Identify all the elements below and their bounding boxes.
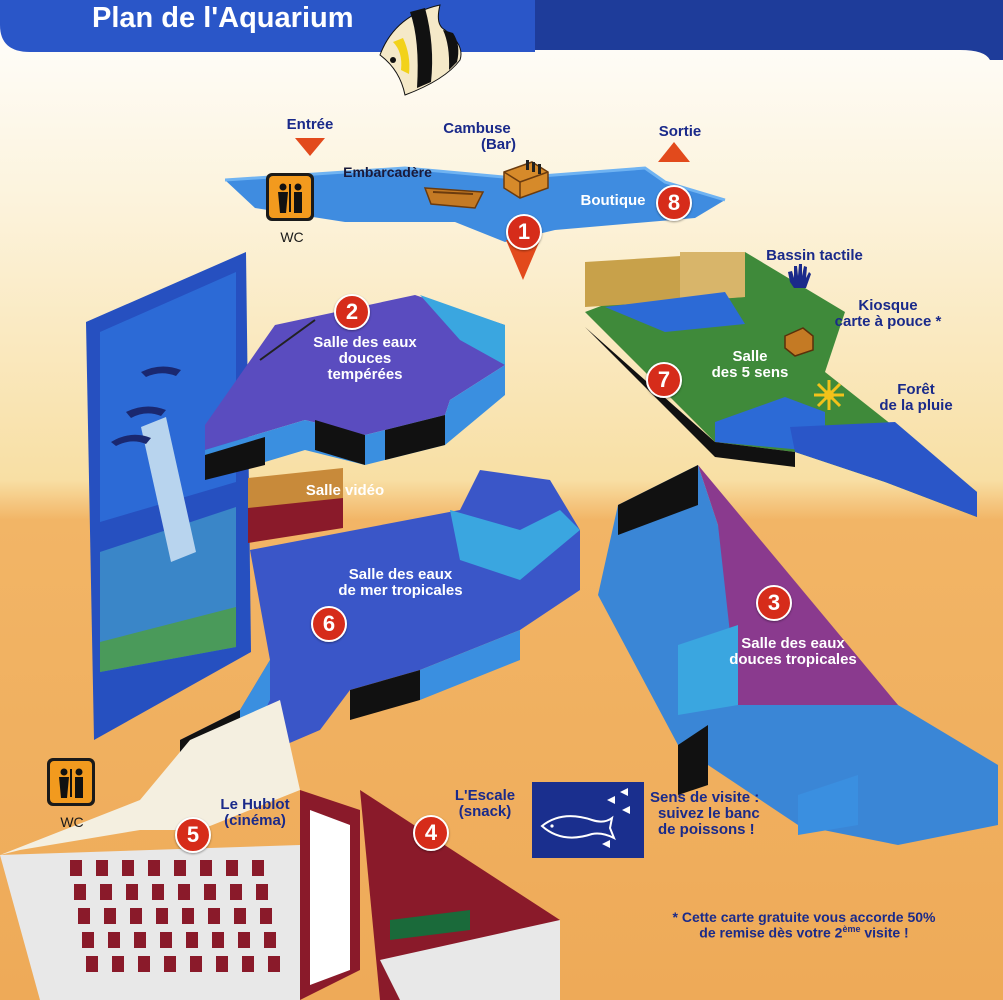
boutique-label: Boutique	[580, 192, 646, 209]
badge-6: 6	[311, 606, 347, 642]
sun-flower-icon	[814, 380, 844, 410]
salle7-line1: Salle	[732, 348, 768, 365]
salle2-platform	[205, 295, 505, 480]
salle6-label: Salle des eaux de mer tropicales	[318, 567, 483, 599]
salle2-line3: tempérées	[327, 365, 403, 383]
arrow-down-icon	[506, 240, 540, 280]
footnote-sup: ème	[842, 923, 861, 934]
salle-video	[248, 468, 343, 543]
entree-arrow-icon	[295, 138, 325, 156]
sortie-arrow-icon	[658, 142, 690, 162]
badge-2: 2	[334, 294, 370, 330]
foret-label: Forêt de la pluie	[866, 382, 966, 414]
foret-line2: de la pluie	[879, 396, 953, 414]
fish-icon	[379, 4, 462, 96]
salle3-label: Salle des eaux douces tropicales	[708, 636, 878, 668]
hublot-line1: Le Hublot	[220, 796, 290, 813]
boat-icon	[423, 187, 485, 209]
footnote-line1: * Cette carte gratuite vous accorde 50%	[672, 909, 936, 925]
sens-line3: de poissons !	[658, 820, 755, 838]
salle-video-label: Salle vidéo	[305, 482, 385, 499]
sens-visite-label: Sens de visite : suivez le banc de poiss…	[650, 790, 790, 837]
footnote-line2-b: visite !	[860, 924, 909, 941]
escale-line2: (snack)	[458, 802, 512, 820]
badge-4: 4	[413, 815, 449, 851]
wc-icon-top	[266, 173, 314, 221]
hublot-label: Le Hublot (cinéma)	[205, 797, 305, 829]
cambuse-line2: (Bar)	[480, 135, 516, 153]
embarcadere-label: Embarcadère	[343, 164, 432, 180]
salle3-line1: Salle des eaux	[741, 635, 845, 652]
sens-line1: Sens de visite :	[650, 789, 760, 806]
wc-bottom-label: WC	[60, 814, 84, 830]
hublot-line2: (cinéma)	[224, 811, 286, 829]
foret-line1: Forêt	[897, 381, 935, 398]
sens-line2: suivez le banc	[658, 804, 760, 822]
kiosque-line2: carte à pouce *	[834, 312, 942, 330]
left-tank-building	[86, 252, 251, 740]
sens-visite-fish-icon	[532, 782, 644, 858]
cambuse-label: Cambuse (Bar)	[432, 121, 522, 153]
badge-1: 1	[506, 214, 542, 250]
escale-label: L'Escale (snack)	[440, 788, 530, 820]
salle7-area	[585, 252, 977, 517]
cinema-seats	[70, 860, 280, 972]
bar-counter-icon	[503, 160, 549, 199]
footnote-line2-a: de remise dès votre 2	[699, 924, 843, 941]
salle7-line2: des 5 sens	[711, 363, 789, 381]
footnote: * Cette carte gratuite vous accorde 50% …	[634, 910, 974, 940]
page-title: Plan de l'Aquarium	[92, 2, 354, 34]
salle7-label: Salle des 5 sens	[690, 349, 810, 381]
kiosk-icon	[784, 327, 814, 357]
badge-8: 8	[656, 185, 692, 221]
salle3-structure	[598, 465, 998, 845]
hand-icon	[788, 264, 811, 288]
footnote-line2: de remise dès votre 2ème visite !	[634, 923, 974, 941]
salle2-label: Salle des eaux douces tempérées	[295, 335, 435, 382]
salle3-line2: douces tropicales	[729, 650, 857, 668]
badge-5: 5	[175, 817, 211, 853]
kiosque-label: Kiosque carte à pouce *	[818, 298, 958, 330]
badge-3: 3	[756, 585, 792, 621]
cambuse-line1: Cambuse	[443, 120, 511, 137]
wc-icon-bottom	[47, 758, 95, 806]
kiosque-line1: Kiosque	[858, 297, 918, 314]
salle2-line1: Salle des eaux	[313, 334, 417, 351]
bassin-tactile-label: Bassin tactile	[766, 247, 863, 264]
entree-label: Entrée	[286, 116, 334, 133]
badge-7: 7	[646, 362, 682, 398]
salle2-line2: douces	[338, 349, 392, 367]
wc-top-label: WC	[280, 229, 304, 245]
sortie-label: Sortie	[658, 123, 702, 140]
escale-line1: L'Escale	[454, 787, 516, 804]
salle6-line1: Salle des eaux	[348, 566, 453, 583]
salle6-line2: de mer tropicales	[338, 581, 463, 599]
